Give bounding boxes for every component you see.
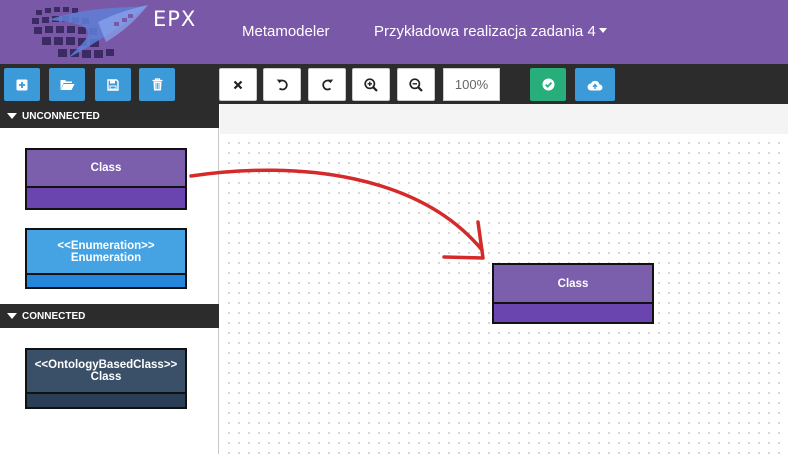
logo-text: EPX [153,7,197,31]
zoom-level[interactable]: 100% [443,68,500,101]
app-header: EPX Metamodeler Przykładowa realizacja z… [0,0,788,64]
save-button[interactable] [95,68,131,101]
palette-class-body [27,188,185,208]
nav-project-dropdown[interactable]: Przykładowa realizacja zadania 4 [374,23,607,40]
folder-open-icon [60,79,74,90]
palette-class-header: Class [27,150,185,188]
zoom-in-button[interactable] [352,68,390,101]
section-connected-title: CONNECTED [22,310,86,322]
plus-square-icon [16,79,28,90]
close-button[interactable] [219,68,257,101]
undo-icon [276,79,288,91]
caret-down-icon [598,28,607,33]
toolbar: 100% [0,64,788,104]
new-button[interactable] [4,68,40,101]
palette-ontology-class-header: <<OntologyBasedClass>> Class [27,350,185,394]
palette-enumeration-label: Enumeration [70,251,142,264]
section-connected-header[interactable]: CONNECTED [0,304,219,328]
close-icon [233,80,243,89]
canvas-class-label: Class [557,277,589,290]
caret-down-icon [7,113,17,119]
palette-enumeration-header: <<Enumeration>> Enumeration [27,230,185,275]
delete-button[interactable] [139,68,175,101]
palette-enumeration[interactable]: <<Enumeration>> Enumeration [25,228,187,289]
save-icon [107,78,119,91]
open-button[interactable] [49,68,85,101]
palette-class-label: Class [90,162,122,174]
trash-icon [152,78,162,91]
zoom-in-icon [364,77,378,92]
palette-ontology-class-body [27,394,185,407]
epx-logo-icon[interactable] [28,2,203,62]
palette-enumeration-stereotype: <<Enumeration>> [57,239,155,252]
canvas-class-body [494,304,652,322]
caret-down-icon [7,313,17,319]
redo-icon [321,79,333,91]
undo-button[interactable] [263,68,301,101]
upload-button[interactable] [575,68,615,101]
palette-enumeration-body [27,275,185,287]
redo-button[interactable] [308,68,346,101]
zoom-out-icon [409,77,423,92]
section-unconnected-header[interactable]: UNCONNECTED [0,104,219,128]
palette-ontology-class[interactable]: <<OntologyBasedClass>> Class [25,348,187,409]
palette-ontology-class-stereotype: <<OntologyBasedClass>> [34,359,178,371]
canvas-class-node[interactable]: Class [492,263,654,324]
canvas-top-band [220,104,788,134]
validate-button[interactable] [530,68,566,101]
section-unconnected-title: UNCONNECTED [22,110,100,122]
nav-metamodeler[interactable]: Metamodeler [242,23,330,40]
canvas-class-header: Class [494,265,652,304]
nav-project-label: Przykładowa realizacja zadania 4 [374,23,596,40]
palette-class[interactable]: Class [25,148,187,210]
palette-ontology-class-label: Class [90,371,122,383]
check-circle-icon [542,78,554,91]
cloud-upload-icon [587,80,603,90]
zoom-out-button[interactable] [397,68,435,101]
